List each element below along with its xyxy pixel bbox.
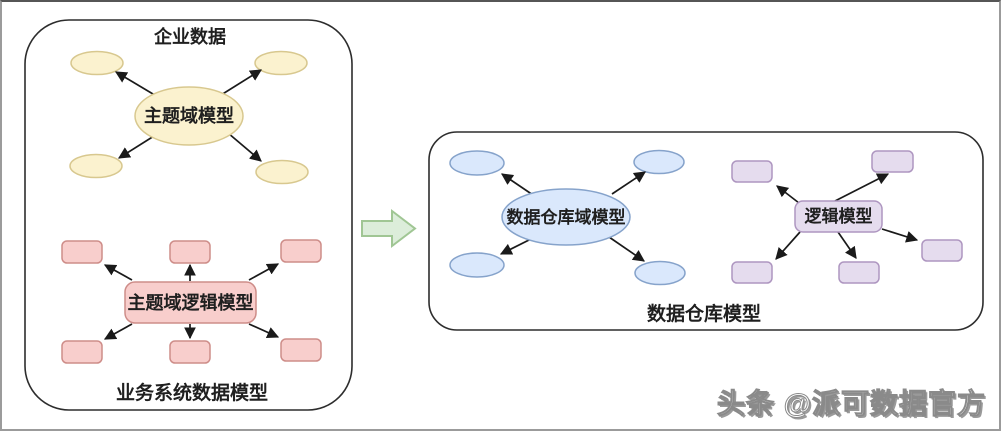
enterprise-data-container [24, 19, 353, 411]
connector-arrow [499, 238, 532, 255]
business-system-footer: 业务系统数据模型 [116, 381, 268, 404]
subject-satellite-ellipse [69, 153, 123, 179]
transform-right-arrow-icon [361, 208, 417, 249]
warehouse-satellite-ellipse [449, 150, 505, 176]
subject-logical-model-group: 主题域逻辑模型 [61, 239, 322, 364]
connector-arrow [114, 71, 159, 98]
enterprise-data-panel: 企业数据 主题域模型 [24, 19, 353, 411]
connector-arrow [608, 236, 645, 262]
purple-satellite-rect [871, 150, 914, 173]
connector-arrow [776, 185, 800, 204]
data-warehouse-panel: 数据仓库域模型 逻辑模型 数据仓库模型 [428, 131, 984, 331]
logical-satellite-rect [61, 340, 103, 364]
warehouse-domain-model-group: 数据仓库域模型 [449, 149, 686, 286]
logical-satellite-rect [169, 340, 211, 364]
subject-logical-model-node [124, 281, 257, 324]
connector-arrow [227, 132, 262, 162]
connector-arrow [775, 231, 801, 260]
connector-arrow [117, 135, 155, 159]
connector-arrow [881, 228, 919, 243]
data-warehouse-footer: 数据仓库模型 [647, 302, 761, 325]
warehouse-domain-model-label: 数据仓库域模型 [507, 207, 626, 227]
logical-satellite-rect [280, 338, 322, 362]
subject-domain-model-label: 主题域模型 [144, 105, 234, 126]
purple-satellite-rect [921, 239, 963, 262]
subject-satellite-ellipse [255, 159, 309, 185]
subject-logical-model-label: 主题域逻辑模型 [128, 292, 254, 313]
connector-arrow [501, 173, 534, 196]
logical-model-node [794, 200, 883, 233]
logical-satellite-rect [280, 239, 322, 263]
purple-satellite-rect [731, 160, 773, 183]
subject-satellite-ellipse [70, 50, 124, 76]
warehouse-satellite-ellipse [633, 149, 685, 175]
enterprise-data-title: 企业数据 [153, 26, 226, 47]
connector-arrow [837, 231, 857, 259]
subject-domain-model-group: 主题域模型 [69, 50, 309, 185]
watermark-text: 头条 @派可数据官方 [716, 388, 986, 420]
connector-arrow [220, 69, 263, 96]
purple-satellite-rect [838, 261, 880, 284]
logical-satellite-rect [169, 240, 211, 264]
connector-arrow [248, 323, 280, 339]
warehouse-domain-model-node [501, 188, 631, 246]
warehouse-satellite-ellipse [449, 252, 505, 278]
warehouse-logical-model-group: 逻辑模型 [731, 150, 963, 284]
logical-satellite-rect [61, 240, 103, 264]
subject-domain-model-node [134, 86, 244, 146]
subject-satellite-ellipse [254, 50, 308, 76]
purple-satellite-rect [731, 261, 773, 284]
connector-arrow [248, 263, 280, 281]
logical-model-label: 逻辑模型 [805, 206, 873, 226]
connector-arrow [103, 264, 133, 281]
connector-arrow [103, 323, 133, 340]
warehouse-satellite-ellipse [634, 260, 686, 286]
connector-arrow [834, 173, 890, 202]
connector-arrow [611, 171, 646, 195]
